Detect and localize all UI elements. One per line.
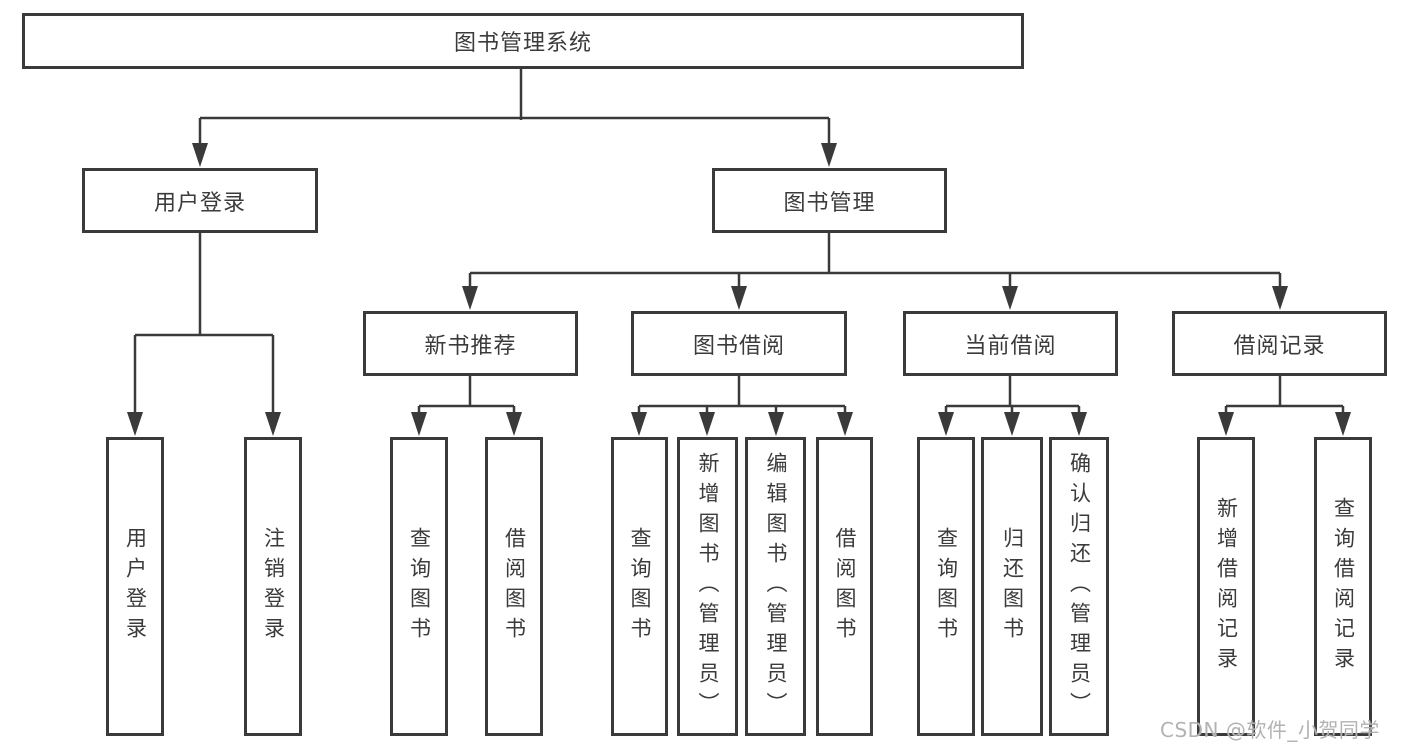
node-label: 借阅记录: [1233, 333, 1326, 359]
node-label: 归还图书: [1000, 526, 1025, 647]
node-label: 当前借阅: [964, 333, 1057, 359]
leaf-query-borrow-record: 查询借阅记录: [1314, 437, 1372, 736]
leaf-borrow-books: 借阅图书: [485, 437, 543, 736]
leaf-return-books: 归还图书: [981, 437, 1043, 736]
leaf-borrow-books-2: 借阅图书: [816, 437, 873, 736]
node-label: 借阅图书: [833, 526, 857, 647]
node-label: 图书管理系统: [453, 31, 592, 56]
leaf-edit-books-admin: 编辑图书（管理员）: [745, 437, 806, 736]
node-label: 新增图书（管理员）: [696, 451, 720, 722]
node-label: 确认归还（管理员）: [1067, 451, 1092, 722]
node-library-management-system: 图书管理系统: [22, 13, 1024, 69]
node-label: 用户登录: [123, 526, 148, 647]
node-user-login: 用户登录: [82, 168, 318, 233]
leaf-logout: 注销登录: [244, 437, 302, 736]
leaf-add-borrow-record: 新增借阅记录: [1197, 437, 1255, 736]
node-label: 新增借阅记录: [1214, 496, 1239, 677]
node-label: 图书借阅: [692, 333, 785, 359]
node-label: 新书推荐: [424, 333, 517, 359]
node-borrowing-records: 借阅记录: [1172, 311, 1387, 376]
node-book-borrowing: 图书借阅: [631, 311, 847, 376]
leaf-query-books-2: 查询图书: [611, 437, 668, 736]
leaf-user-login: 用户登录: [106, 437, 164, 736]
leaf-confirm-return-admin: 确认归还（管理员）: [1049, 437, 1109, 736]
leaf-query-books: 查询图书: [390, 437, 448, 736]
leaf-query-books-3: 查询图书: [917, 437, 975, 736]
node-label: 图书管理: [783, 190, 876, 216]
node-label: 注销登录: [261, 526, 286, 647]
node-label: 编辑图书（管理员）: [764, 451, 788, 722]
csdn-watermark: CSDN @软件_小贺同学: [1160, 718, 1380, 742]
node-label: 查询借阅记录: [1331, 496, 1356, 677]
node-book-management: 图书管理: [712, 168, 947, 233]
node-new-book-recommendation: 新书推荐: [363, 311, 578, 376]
leaf-add-books-admin: 新增图书（管理员）: [677, 437, 738, 736]
node-label: 用户登录: [153, 190, 246, 216]
node-label: 查询图书: [628, 526, 652, 647]
node-label: 查询图书: [934, 526, 959, 647]
node-current-borrowing: 当前借阅: [903, 311, 1118, 376]
node-label: 借阅图书: [502, 526, 527, 647]
node-label: 查询图书: [407, 526, 432, 647]
